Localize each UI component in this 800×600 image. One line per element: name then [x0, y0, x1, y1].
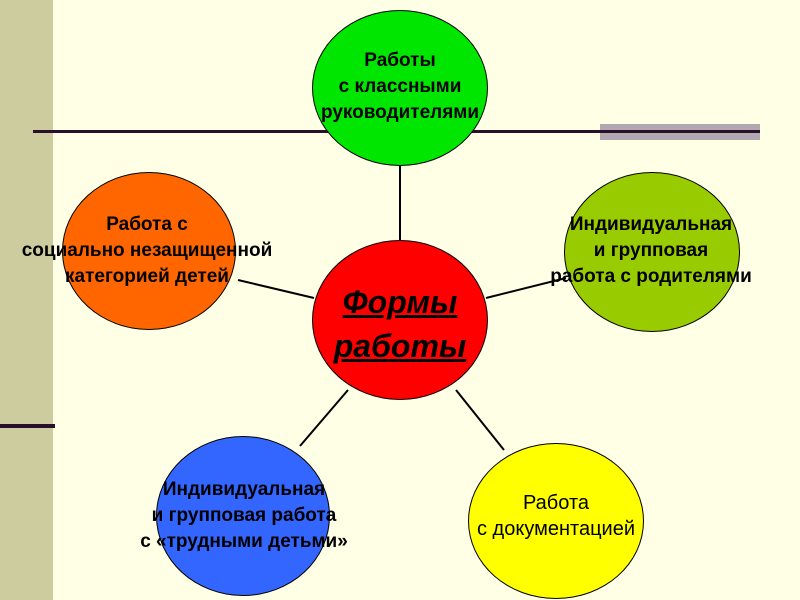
connector-bottom-left: [299, 389, 349, 447]
connector-left: [237, 279, 315, 299]
center-title: Формы работы: [334, 280, 466, 368]
label-line: руководителями: [320, 102, 480, 123]
connector-bottom-right: [455, 389, 505, 451]
center-title-line: Формы: [342, 284, 458, 320]
left-sidebar-band: [0, 0, 53, 600]
label-line: категорией детей: [65, 266, 229, 287]
label-line: с классными: [338, 76, 462, 97]
label-line: социально незащищенной: [21, 240, 273, 261]
label-line: с «трудными детьми»: [140, 531, 348, 552]
label-line: Индивидуальная: [162, 479, 326, 500]
node-vulnerable-children: [62, 172, 236, 330]
label-line: Работы: [364, 50, 436, 71]
node-parents-label: Индивидуальная и групповая работа с роди…: [550, 212, 752, 290]
label-line: Индивидуальная: [569, 214, 733, 235]
node-documentation: [468, 443, 644, 599]
node-center: [312, 240, 488, 400]
label-line: с документацией: [477, 518, 635, 540]
center-title-line: работы: [333, 328, 467, 364]
label-line: и групповая: [593, 240, 709, 261]
label-line: и групповая работа: [151, 505, 337, 526]
node-difficult-children: [156, 436, 330, 596]
node-difficult-children-label: Индивидуальная и групповая работа с «тру…: [140, 477, 348, 555]
node-vulnerable-children-label: Работа с социально незащищенной категори…: [22, 212, 273, 290]
node-class-teachers-label: Работы с классными руководителями: [321, 48, 479, 126]
label-line: Работа с: [106, 214, 188, 235]
label-line: Работа: [523, 492, 589, 514]
node-documentation-label: Работа с документацией: [477, 490, 635, 542]
sidebar-divider-line: [0, 424, 55, 428]
label-line: работа с родителями: [550, 266, 752, 287]
node-class-teachers: [312, 10, 488, 166]
node-parents: [564, 172, 740, 332]
connector-right: [485, 277, 567, 299]
